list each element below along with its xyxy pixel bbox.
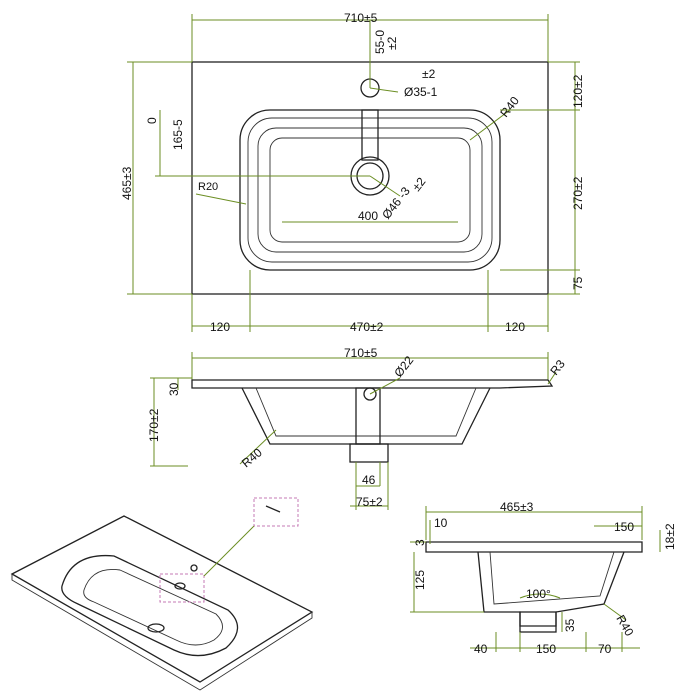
- dim-tap-offset-b: ±2: [385, 36, 399, 50]
- dim-side-top-thickness: 18±2: [663, 523, 677, 550]
- dim-drain-dia: Ø46 -3: [379, 184, 413, 222]
- dim-right-bottom: 75: [571, 276, 585, 290]
- dim-side-bottom-right: 70: [598, 642, 612, 656]
- dim-side-ledge: 150: [614, 520, 634, 534]
- dim-side-drain-height: 35: [563, 618, 577, 632]
- dim-bottom-mid: 470±2: [350, 320, 384, 334]
- dim-front-bowl-radius: R40: [239, 445, 265, 470]
- persp-slab: [10, 515, 314, 683]
- front-drain-tail: [349, 443, 389, 463]
- bowl-inner-2: [257, 127, 483, 253]
- bowl-outer: [239, 109, 501, 271]
- detail-slot: [265, 505, 281, 513]
- dim-depth: 465±3: [120, 166, 134, 200]
- front-view: 710±5 Ø22 R3 30 170±2 R40 46 75±2: [147, 346, 568, 510]
- dim-right-mid: 270±2: [571, 176, 585, 210]
- side-slab: [425, 541, 643, 553]
- side-drain: [519, 611, 557, 633]
- top-view: 710±5 55-0 ±2 ±2 Ø35-1 R40 465±3 0 165-5…: [120, 11, 585, 334]
- perspective-view: [10, 497, 314, 691]
- dim-front-drain-span: 75±2: [356, 495, 383, 509]
- side-view: 465±3 10 150 18±2 3 125 100° 35 R40 40 1…: [410, 500, 677, 656]
- dim-side-bowl-depth: 125: [413, 570, 427, 590]
- dim-corner-radius: R40: [497, 94, 522, 120]
- dim-side-bottom-left: 40: [474, 642, 488, 656]
- bowl-floor: [269, 137, 471, 243]
- dim-side-bowl-radius: R40: [613, 613, 636, 639]
- side-bowl-inner: [489, 551, 615, 605]
- persp-tap-hole: [190, 564, 198, 572]
- persp-bowl-inner: [83, 568, 223, 646]
- dim-front-drain-width: 46: [362, 473, 376, 487]
- dim-overflow-dia: Ø22: [391, 353, 416, 380]
- front-overflow: [363, 387, 377, 401]
- dim-tap-hole-tol: ±2: [422, 67, 436, 81]
- detail-box-small: [159, 573, 205, 603]
- dim-tap-hole-dia: Ø35-1: [404, 85, 438, 99]
- side-bowl: [477, 551, 625, 627]
- dim-side-depth: 465±3: [500, 500, 534, 514]
- dim-drain-tol: ±2: [409, 175, 428, 194]
- dim-right-top: 120±2: [571, 74, 585, 108]
- detail-box-large: [253, 497, 299, 527]
- dim-bottom-left: 120: [210, 320, 230, 334]
- overflow-channel: [361, 109, 379, 161]
- dim-left-offset-a: 0: [145, 117, 159, 124]
- dim-top-width: 710±5: [344, 11, 378, 25]
- dim-side-rim: 3: [413, 539, 427, 546]
- dim-front-top-thickness: 30: [167, 382, 181, 396]
- dim-tap-offset-a: 55-0: [373, 30, 387, 54]
- dim-inner-radius: R20: [198, 181, 218, 193]
- persp-bowl: [61, 554, 239, 657]
- front-bowl-inner: [255, 387, 477, 437]
- persp-drain: [147, 623, 165, 633]
- dim-side-lip: 10: [434, 516, 448, 530]
- dim-edge-radius: R3: [547, 357, 568, 378]
- dim-front-width: 710±5: [344, 346, 378, 360]
- dim-side-bottom-mid: 150: [536, 642, 556, 656]
- front-top-slab: [191, 379, 554, 389]
- bowl-inner-1: [247, 117, 493, 263]
- dim-bowl-width-inner: 400: [358, 209, 378, 223]
- dim-left-offset-b: 165-5: [171, 119, 185, 150]
- dim-side-angle: 100°: [526, 587, 551, 601]
- persp-slab-edge: [11, 574, 313, 691]
- dim-bottom-right: 120: [505, 320, 525, 334]
- persp-overflow: [174, 582, 186, 590]
- dim-front-height: 170±2: [147, 408, 161, 442]
